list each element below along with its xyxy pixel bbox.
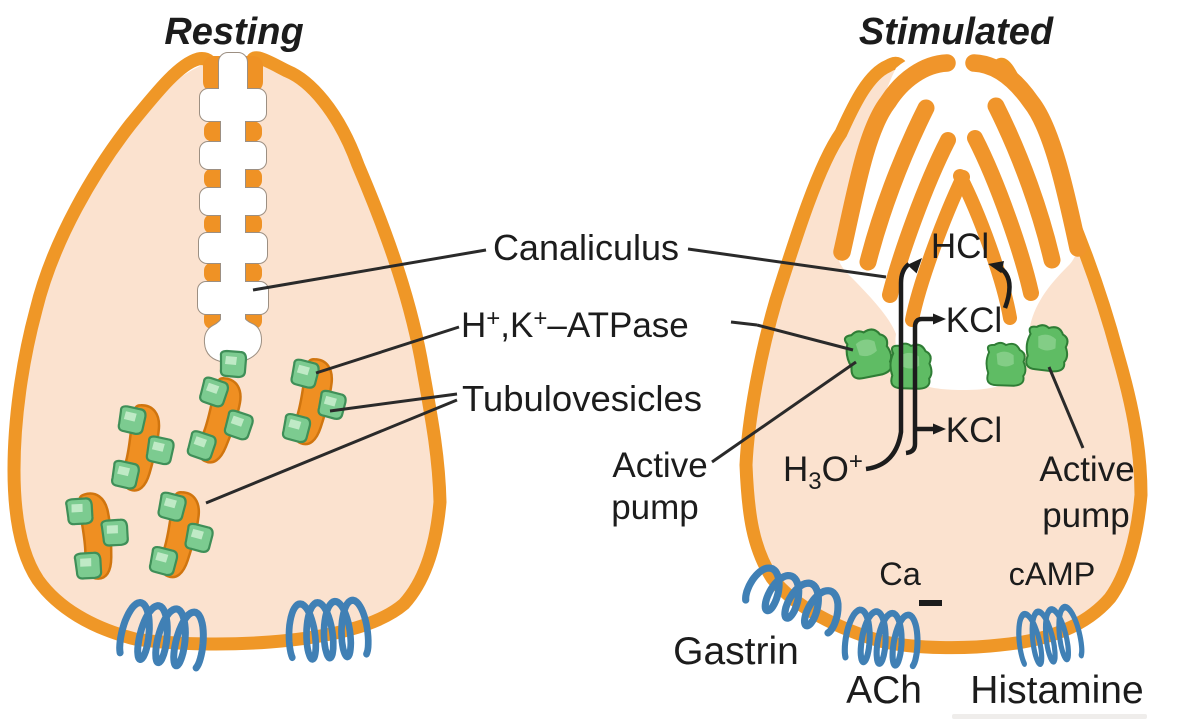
svg-text:KCl: KCl — [946, 411, 1002, 450]
svg-text:cAMP: cAMP — [1009, 556, 1096, 592]
svg-text:Canaliculus: Canaliculus — [493, 227, 679, 268]
svg-text:Ca: Ca — [879, 556, 921, 592]
svg-text:H+,K+–ATPase: H+,K+–ATPase — [461, 305, 689, 345]
svg-text:KCl: KCl — [946, 301, 1002, 340]
svg-text:HCl: HCl — [931, 227, 989, 266]
svg-text:Histamine: Histamine — [970, 669, 1143, 712]
svg-text:pump: pump — [611, 488, 699, 527]
svg-text:Tubulovesicles: Tubulovesicles — [462, 378, 702, 419]
svg-text:Active: Active — [1039, 450, 1134, 489]
svg-text:Gastrin: Gastrin — [673, 630, 799, 673]
svg-text:Active: Active — [612, 446, 707, 485]
svg-text:Resting: Resting — [164, 11, 303, 53]
svg-text:Stimulated: Stimulated — [859, 11, 1054, 53]
svg-text:pump: pump — [1042, 496, 1130, 535]
svg-text:ACh: ACh — [846, 669, 922, 712]
